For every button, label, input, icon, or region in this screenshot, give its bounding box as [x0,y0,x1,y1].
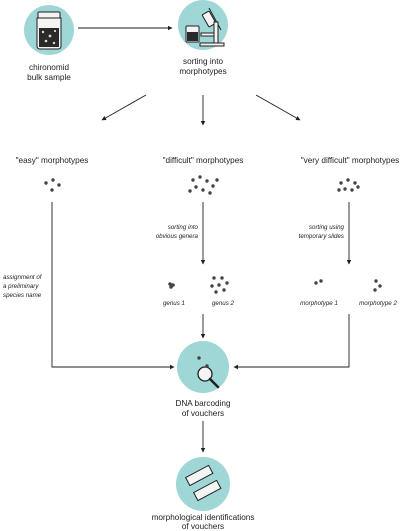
generic-annotation-line2: obvious genera [156,233,199,240]
slides-annotation-line2: temporary slides [299,233,344,240]
genus1-label: genus 1 [163,300,185,307]
morphotype1-dots [314,279,323,285]
easy-label: "easy" morphotypes [16,156,89,165]
sample-node [24,5,74,55]
slides-icon [184,464,222,502]
very-difficult-dots [337,178,360,192]
sorting-label-line1: sorting into [183,57,223,66]
assign-annotation-line2: a preliminary [3,283,39,290]
generic-annotation-line1: sorting into [168,224,199,231]
morphotype2-dots [373,279,382,292]
barcoding-node [177,341,229,393]
genus2-dots [210,276,229,294]
difficult-dots [188,175,219,195]
morphotype2-label: morphotype 2 [359,300,397,307]
arrow-to-easy [101,94,147,121]
arrow-to-very-difficult [255,94,301,121]
arrow-easy-to-barcoding [51,202,175,370]
difficult-label: "difficult" morphotypes [163,156,244,165]
morph-label-line2: of vouchers [182,522,224,531]
genus1-dots [168,282,175,289]
microscope-icon [185,7,225,47]
barcoding-dots [197,356,209,368]
arrow-morphotypes-to-barcoding [233,314,350,370]
assign-annotation-line3: species name [3,292,42,299]
vouchers-node [176,457,230,511]
arrows [51,25,352,453]
sample-label-line1: chironomid [29,63,69,72]
sample-jar-icon [36,11,62,50]
barcoding-label-line2: of vouchers [182,409,224,418]
very-difficult-label: "very difficult" morphotypes [301,156,400,165]
morph-label-line1: morphological identifications [152,513,255,522]
slides-annotation-line1: sorting using [309,224,345,231]
sorting-node [178,0,228,50]
barcoding-label-line1: DNA barcoding [175,399,231,408]
genus2-label: genus 2 [212,300,235,307]
morphotype1-label: morphotype 1 [300,300,338,307]
magnifier-icon [197,366,220,389]
sorting-label-line2: morphotypes [179,67,226,76]
assign-annotation-line1: assignment of [3,274,43,281]
sample-label-line2: bulk sample [27,73,71,82]
easy-dots [44,178,61,192]
